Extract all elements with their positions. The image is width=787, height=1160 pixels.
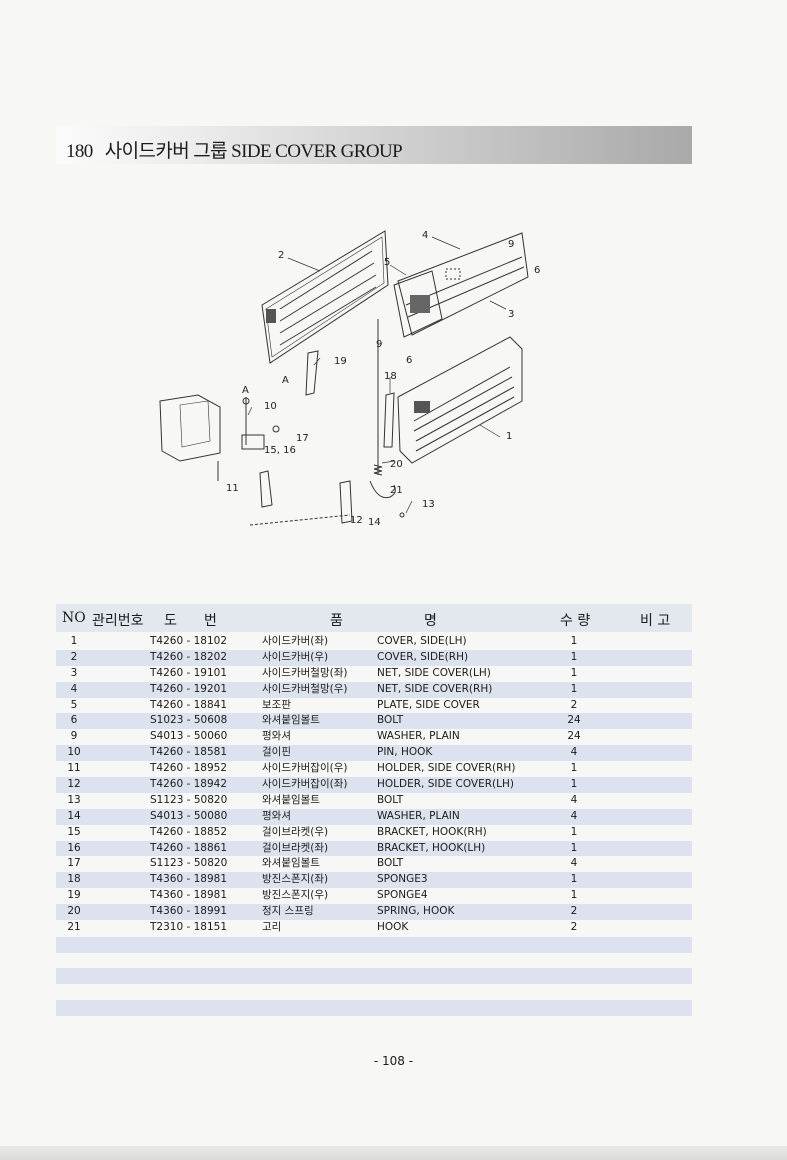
callout-14: 14 [368,517,381,528]
part-10-hook-pin [241,397,280,450]
col-header-mgmt: 관리번호 [92,613,144,629]
page-bottom-edge [0,1146,787,1160]
part-2-side-cover-rh [261,230,389,364]
col-header-no: NO [62,610,86,626]
callout-19: 19 [334,356,347,367]
callout-17: 17 [296,433,309,444]
part-21-hook [369,480,405,518]
empty-row-band [56,968,692,984]
part-19-sponge [305,350,319,396]
col-header-do: 도 [164,613,177,629]
table-header-bar [56,604,692,632]
callout-4: 4 [422,230,428,241]
empty-row-band [56,1000,692,1016]
section-title: 사이드카버 그룹 SIDE COVER GROUP [104,141,403,162]
callout-18: 18 [384,371,397,382]
callout-3: 3 [508,309,514,320]
callout-20: 20 [390,459,403,470]
section-header-bar [56,126,692,164]
part-5-plate-side-cover [393,270,443,338]
callout-9a: 9 [508,239,514,250]
callout-10: 10 [264,401,277,412]
page-number: - 108 - [373,1054,414,1068]
col-header-qty: 수 량 [560,613,591,629]
part-20-spring [373,319,383,476]
callout-11: 11 [226,483,239,494]
empty-row-band [56,937,692,953]
col-header-pum: 품 [330,613,343,629]
part-12-holder [249,480,353,526]
callout-6b: 6 [406,355,412,366]
callout-1: 1 [506,431,512,442]
callout-21: 21 [390,485,403,496]
callout-6a: 6 [534,265,540,276]
col-header-bun: 번 [204,613,217,629]
part-1-side-cover-lh [397,336,523,464]
callout-15-16: 15, 16 [264,445,296,456]
frame-bracket [159,394,221,481]
part-11-holder [259,470,273,508]
col-header-remarks: 비 고 [640,613,671,629]
col-header-myeong: 명 [424,613,437,629]
exploded-parts-diagram: 1 2 3 4 5 6 9 6 9 10 11 12 13 14 15, 16 … [159,230,540,528]
callout-5: 5 [384,257,390,268]
callout-a-top: A [242,385,249,396]
section-header: 180 사이드카버 그룹 SIDE COVER GROUP [66,136,403,163]
callout-13: 13 [422,499,435,510]
callout-a-bottom: A [282,375,289,386]
callout-2: 2 [278,250,284,261]
section-number: 180 [66,141,93,162]
callout-9b: 9 [376,339,382,350]
part-18-sponge [383,392,395,448]
callout-12: 12 [350,515,363,526]
